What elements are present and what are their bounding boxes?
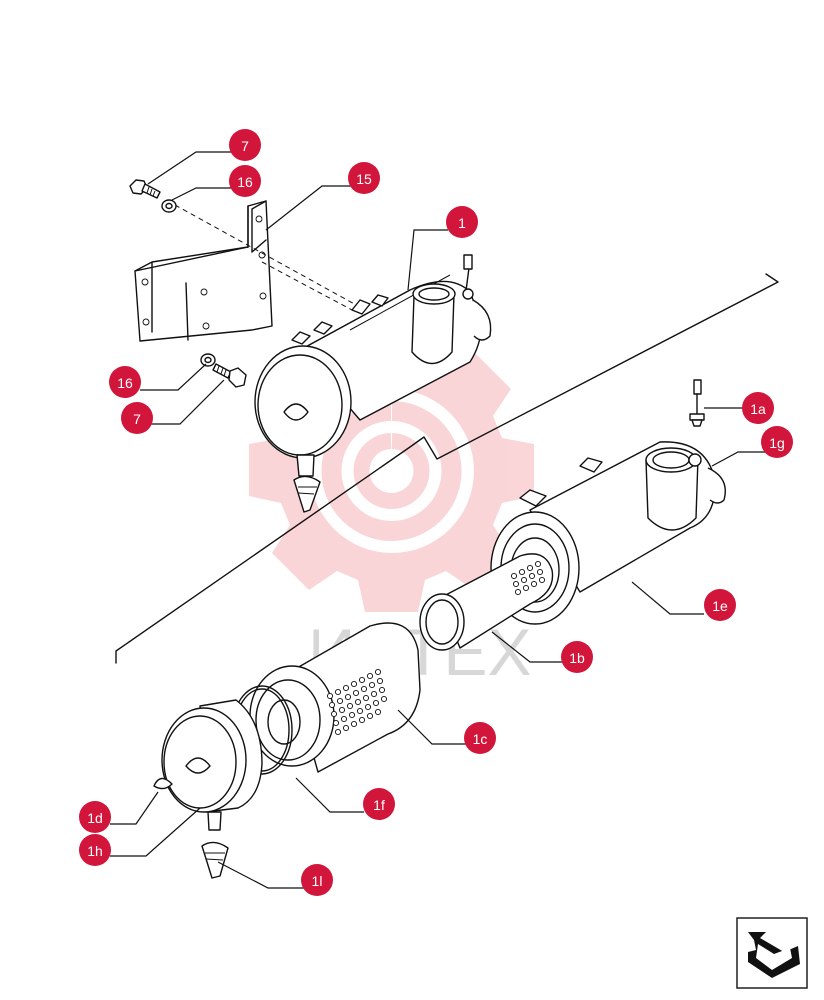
next-page-arrow-icon[interactable] xyxy=(736,917,808,989)
safety-filter-perforation xyxy=(510,560,546,596)
svg-text:1g: 1g xyxy=(769,435,785,451)
svg-text:7: 7 xyxy=(133,411,141,427)
main-filter-perforation xyxy=(326,668,388,736)
mounting-bracket xyxy=(134,200,273,342)
washer-bottom xyxy=(200,353,216,367)
dust-ejector-valve xyxy=(201,841,229,879)
callout-1h: 1h xyxy=(79,834,111,866)
callout-16-bottom: 16 xyxy=(109,366,141,398)
svg-text:1a: 1a xyxy=(750,401,766,417)
callout-1l: 1l xyxy=(301,864,333,896)
callout-1b: 1b xyxy=(561,641,593,673)
air-filter-assembly xyxy=(254,254,492,513)
leader-lines xyxy=(110,151,766,889)
svg-text:15: 15 xyxy=(356,171,372,187)
callout-1a: 1a xyxy=(742,392,774,424)
washer-top xyxy=(161,199,177,213)
svg-text:1h: 1h xyxy=(87,843,103,859)
callout-7-top: 7 xyxy=(229,129,261,161)
callout-1f: 1f xyxy=(363,788,395,820)
callout-1d: 1d xyxy=(79,801,111,833)
main-filter-element xyxy=(249,622,421,773)
svg-text:1b: 1b xyxy=(569,650,585,666)
svg-text:7: 7 xyxy=(241,138,249,154)
svg-text:1l: 1l xyxy=(312,873,323,889)
svg-text:1c: 1c xyxy=(473,731,488,747)
bolt-top xyxy=(129,179,161,199)
retaining-clip xyxy=(153,777,173,790)
callout-1: 1 xyxy=(446,206,478,238)
callout-16-top: 16 xyxy=(229,165,261,197)
callout-1c: 1c xyxy=(464,722,496,754)
svg-text:1e: 1e xyxy=(712,598,728,614)
svg-text:16: 16 xyxy=(117,375,133,391)
svg-text:1f: 1f xyxy=(373,797,385,813)
svg-text:1d: 1d xyxy=(87,810,103,826)
callout-1g: 1g xyxy=(761,426,793,458)
svg-text:1: 1 xyxy=(458,215,466,231)
callout-15: 15 xyxy=(348,162,380,194)
callout-1e: 1e xyxy=(704,589,736,621)
bolt-bottom xyxy=(212,363,247,388)
callout-7-bottom: 7 xyxy=(121,402,153,434)
assembly-line-bottom xyxy=(261,261,353,311)
end-cover xyxy=(161,699,263,831)
safety-filter-element xyxy=(419,553,554,651)
svg-text:16: 16 xyxy=(237,174,253,190)
section-divider-line xyxy=(115,273,779,664)
restriction-sensor xyxy=(689,379,705,427)
assembly-line-top xyxy=(174,204,359,307)
